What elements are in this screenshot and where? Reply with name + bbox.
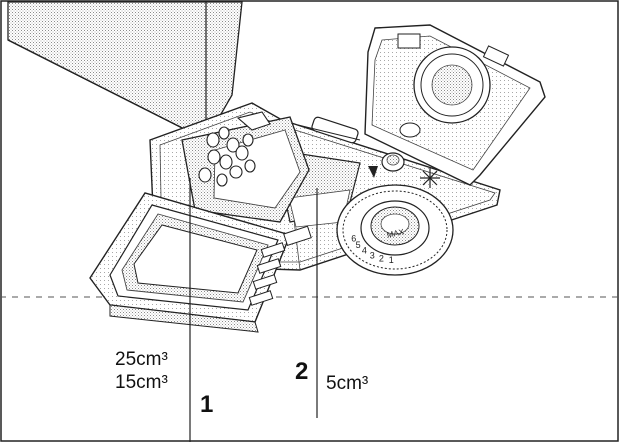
volume-label-5: 5cm³: [326, 373, 369, 394]
level-indicator: [381, 152, 405, 172]
callout-number-2: 2: [295, 358, 309, 385]
dial-scale-mark: 3: [370, 250, 375, 260]
lid-hinge: [297, 116, 361, 144]
dial-scale-mark: 2: [379, 253, 384, 263]
housing-ribs: [248, 225, 312, 306]
volume-label-25: 25cm³: [115, 349, 168, 370]
dial-scale-mark: 1: [389, 255, 394, 265]
dial-scale-mark: 5: [356, 240, 361, 250]
dial-scale-mark: 4: [362, 246, 367, 256]
catch-latch: [236, 111, 271, 131]
dispenser-lid: [364, 24, 546, 186]
dial-cap-text: MAX: [386, 227, 405, 240]
detergent-chamber-1: [181, 116, 310, 223]
callout-number-1: 1: [200, 391, 214, 418]
tablet-pellets: [198, 126, 256, 187]
rinse-aid-dial: [336, 184, 454, 276]
rinse-aid-sparkle-icon: [420, 168, 440, 188]
arrow-marker-icon: [368, 166, 378, 178]
dial-scale-mark: 6: [351, 233, 356, 243]
volume-label-15: 15cm³: [115, 372, 168, 393]
